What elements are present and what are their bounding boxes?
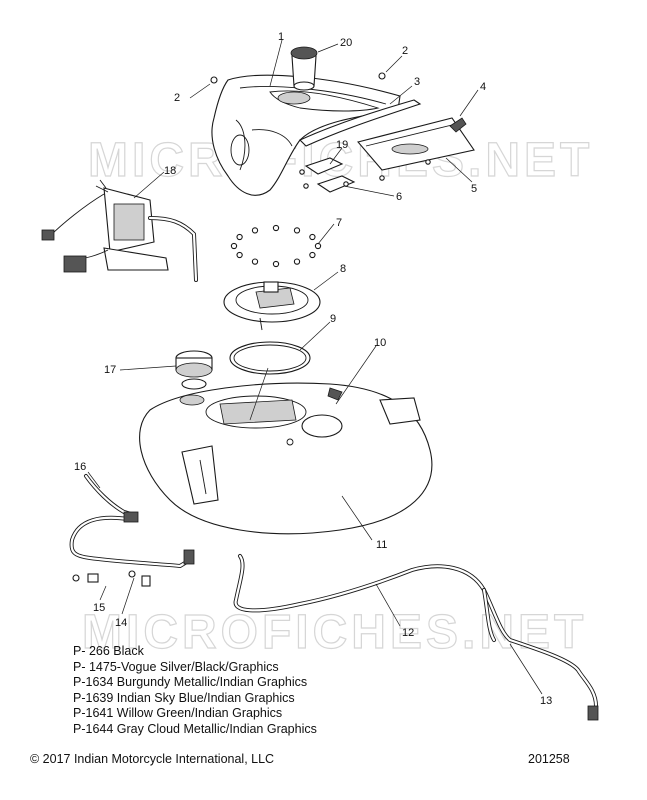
nut xyxy=(272,224,280,232)
fittings xyxy=(72,570,151,587)
filler-cap xyxy=(175,350,213,390)
callout-12: 12 xyxy=(402,627,414,639)
nut xyxy=(251,258,259,265)
brackets xyxy=(304,157,356,193)
legend-item: P-1644 Gray Cloud Metallic/Indian Graphi… xyxy=(73,721,317,736)
vent-hose-left xyxy=(69,474,195,568)
screw-right xyxy=(378,72,386,80)
callout-15: 15 xyxy=(93,602,105,614)
nut xyxy=(314,242,322,250)
console-plate xyxy=(357,117,475,171)
callout-19: 19 xyxy=(336,139,348,151)
nut xyxy=(272,260,280,268)
callout-20: 20 xyxy=(340,37,352,49)
color-legend: P- 266 Black P- 1475-Vogue Silver/Black/… xyxy=(73,644,317,738)
callout-2-left: 2 xyxy=(174,92,180,104)
callout-16: 16 xyxy=(74,461,86,473)
nut xyxy=(293,258,301,265)
callout-9: 9 xyxy=(330,313,336,325)
callout-17: 17 xyxy=(104,364,116,376)
watermark-bottom: MICROFICHES.NET xyxy=(82,606,587,659)
nut-ring xyxy=(230,224,322,268)
callout-7: 7 xyxy=(336,217,342,229)
callout-10: 10 xyxy=(374,337,386,349)
callout-labels: 1 2 2 3 4 5 6 7 8 9 10 11 12 13 14 15 16… xyxy=(74,31,552,707)
nut xyxy=(251,227,259,234)
nut xyxy=(236,233,243,241)
callout-13: 13 xyxy=(540,695,552,707)
callout-3: 3 xyxy=(414,76,420,88)
callout-5: 5 xyxy=(471,183,477,195)
copyright-text: © 2017 Indian Motorcycle International, … xyxy=(30,752,275,766)
nut xyxy=(236,251,243,259)
callout-8: 8 xyxy=(340,263,346,275)
pump-flange xyxy=(223,281,321,331)
drawing-number: 201258 xyxy=(528,752,570,766)
clip xyxy=(449,117,467,133)
legend-item: P- 266 Black xyxy=(73,644,144,658)
screw-left xyxy=(210,76,218,84)
fuel-tank xyxy=(139,382,433,535)
legend-item: P-1634 Burgundy Metallic/Indian Graphics xyxy=(73,675,308,690)
fuel-pump xyxy=(41,179,198,282)
legend-item: P- 1475-Vogue Silver/Black/Graphics xyxy=(73,659,279,674)
fuel-gauge xyxy=(290,46,318,91)
nut xyxy=(293,227,301,234)
nut xyxy=(230,242,238,250)
nut xyxy=(309,233,316,241)
callout-2-right: 2 xyxy=(402,45,408,57)
callout-6: 6 xyxy=(396,191,402,203)
callout-4: 4 xyxy=(480,81,486,93)
nut xyxy=(309,251,316,259)
legend-item: P-1641 Willow Green/Indian Graphics xyxy=(73,706,283,721)
callout-1: 1 xyxy=(278,31,284,43)
trim-strip xyxy=(299,99,422,147)
legend-item: P-1639 Indian Sky Blue/Indian Graphics xyxy=(73,690,295,705)
callout-18: 18 xyxy=(164,165,176,177)
callout-14: 14 xyxy=(115,617,127,629)
leader-lines xyxy=(87,39,543,695)
vent-hose-long xyxy=(233,554,599,721)
gasket xyxy=(229,341,311,375)
screws xyxy=(299,159,431,189)
callout-11: 11 xyxy=(376,539,387,551)
